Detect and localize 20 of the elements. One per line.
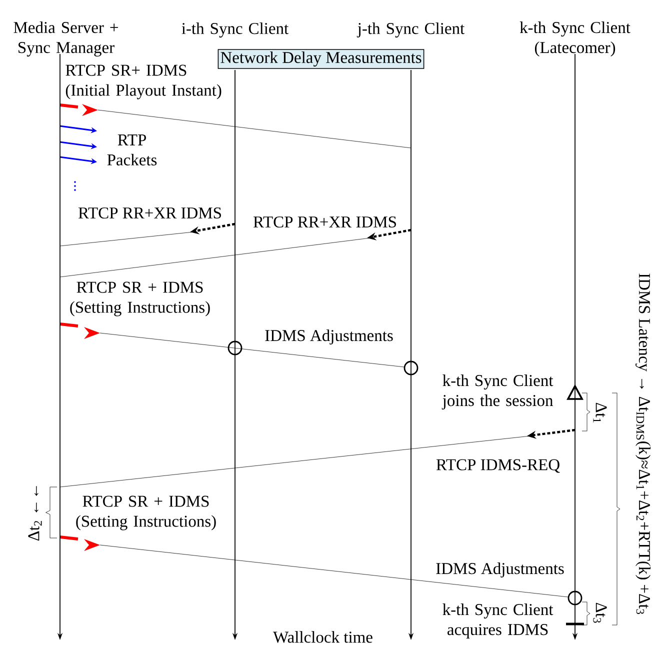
message-label: IDMS Adjustments <box>265 330 393 344</box>
message-label: RTCP SR + IDMS (Setting Instructions) <box>70 282 210 316</box>
message-label: RTCP RR+XR IDMS <box>78 207 221 219</box>
event-label: k-th Sync Client joins the session <box>442 374 554 410</box>
message-label: RTCP RR+XR IDMS <box>253 216 396 228</box>
interval-label: Δt$_{2}$ ←← <box>28 486 42 541</box>
message-label: RTP Packets <box>107 134 157 166</box>
participant-label: Media Server + Sync Manager <box>14 21 118 56</box>
interval-label: Δt$_{3}$ <box>593 602 607 623</box>
interval-label: Δt$_{1}$ <box>593 402 607 423</box>
measurement-box: Network Delay Measurements <box>218 49 424 69</box>
participant-label: j-th Sync Client <box>356 22 465 38</box>
participant-label: i-th Sync Client <box>182 22 289 38</box>
message-label: IDMS Adjustments <box>436 562 564 578</box>
message-label: RTCP IDMS-REQ <box>436 459 560 473</box>
participant-label: k-th Sync Client (Latecomer) <box>520 22 630 56</box>
latency-formula: IDMS Latency → Δt$_{IDMS}$(k)≈Δt$_{1}$+Δt$_{2}$+RTT(k) +Δt$_{3}$ <box>636 274 651 614</box>
axis-label: Wallclock time <box>273 631 372 643</box>
event-label: k-th Sync Client acquires IDMS <box>442 604 554 638</box>
message-label: RTCP SR + IDMS (Setting Instructions) <box>76 496 216 530</box>
